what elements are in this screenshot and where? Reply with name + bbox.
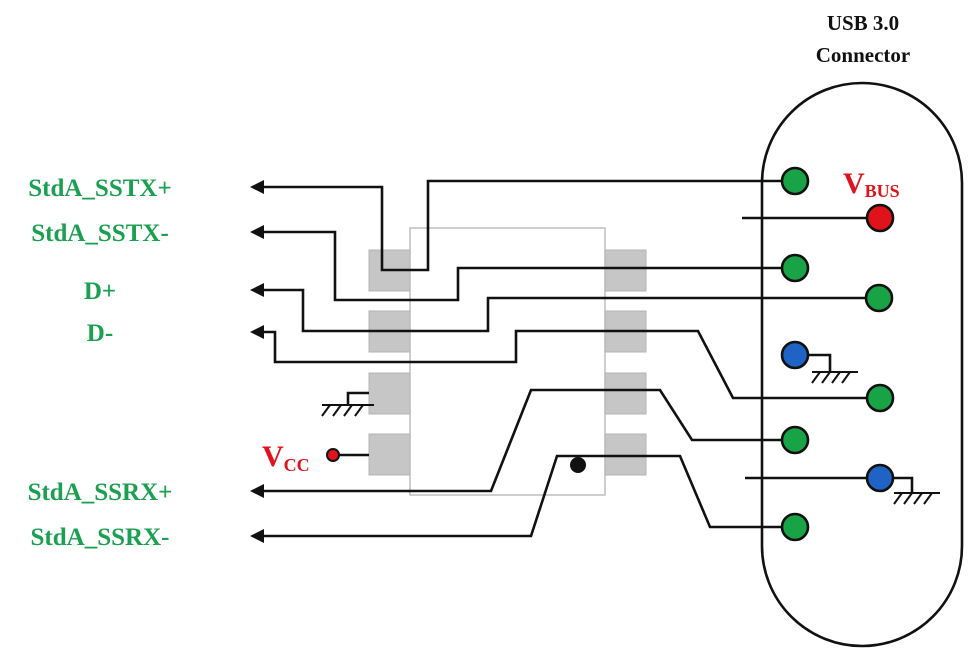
ic-left-pad-3 [368,372,411,415]
ground-symbol-icon [893,492,940,505]
label-vbus-main: V [843,167,865,200]
label-vbus-sub: BUS [865,181,900,201]
label-d-plus: D+ [84,278,116,305]
connector-pin-d-minus [865,383,895,413]
connector-title-line2: Connector [816,43,910,67]
connector-pin-ground-2 [865,463,895,493]
ic-left-pad-4 [368,433,411,476]
arrow-left-icon [250,225,264,239]
arrow-left-icon [250,325,264,339]
wire-d-plus [260,288,879,333]
wire-sstx-minus [260,230,795,302]
connector-pin-d-plus [864,283,894,313]
wire-d-minus [260,329,880,400]
label-sstx-minus: StdA_SSTX- [31,220,169,247]
arrow-left-icon [250,484,264,498]
connector-pin-ssrx-plus [780,425,810,455]
label-vcc-main: V [262,440,284,473]
wire-ic-ground [346,391,369,404]
connector-pin-sstx-minus [780,253,810,283]
wire-sstx-plus [260,179,795,272]
label-d-minus: D- [87,320,113,347]
connector-pin-vbus [865,203,895,233]
wire-ssrx-plus [260,388,795,493]
connector-title-line1: USB 3.0 [827,11,899,35]
usb-connector-body [760,81,964,648]
arrow-left-icon [250,283,264,297]
connector-pin-ssrx-minus [780,512,810,542]
ground-symbol-icon [811,371,858,384]
label-sstx-plus: StdA_SSTX+ [28,175,171,202]
ic-right-pad-4 [604,433,647,476]
connector-pin-sstx-plus [780,166,810,196]
label-vcc: VCC [262,440,310,475]
arrow-left-icon [250,529,264,543]
label-vbus: VBUS [843,167,900,201]
vcc-terminal [326,448,340,462]
label-ssrx-minus: StdA_SSRX- [31,524,170,551]
wire-ssrx-minus [260,454,795,538]
arrow-left-icon [250,180,264,194]
label-ssrx-plus: StdA_SSRX+ [28,479,173,506]
ground-symbol-icon [321,404,374,417]
label-vcc-sub: CC [284,455,310,475]
junction-dot [570,457,586,473]
ic-right-pad-1 [604,249,647,292]
connector-pin-ground-1 [780,340,810,370]
ic-right-pad-3 [604,372,647,415]
